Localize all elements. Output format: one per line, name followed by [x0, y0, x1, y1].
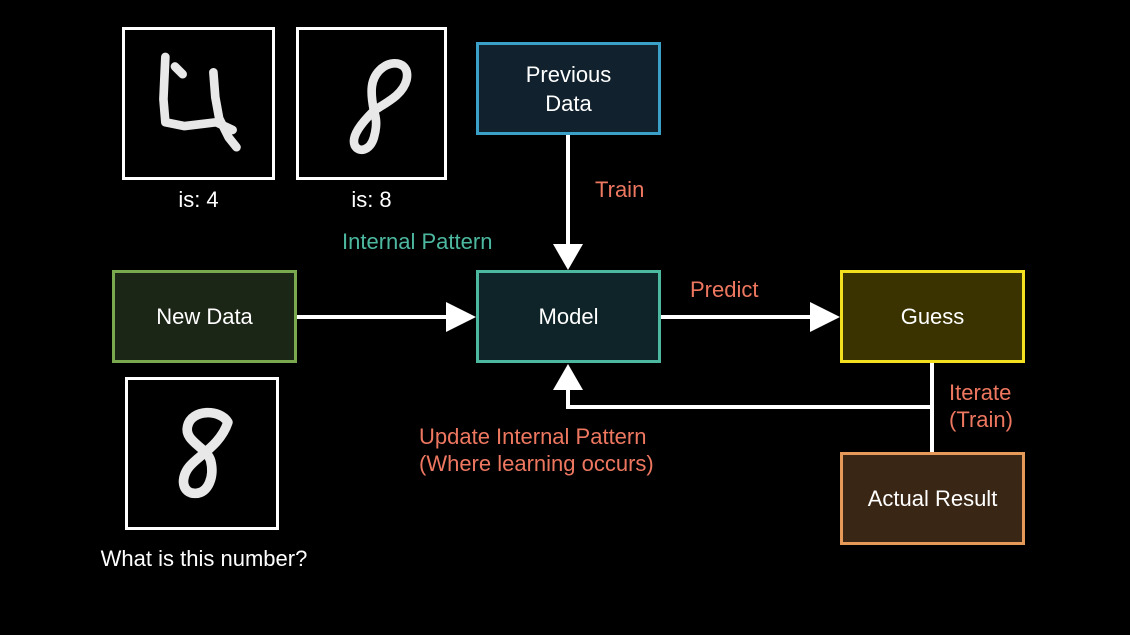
query-digit-glyph [178, 407, 233, 499]
digit-eight-glyph [349, 59, 412, 155]
digit-eight-caption: is: 8 [351, 187, 392, 212]
digit-four-caption: is: 4 [178, 187, 219, 212]
digit-four-image [122, 27, 275, 180]
actual-result-node: Actual Result [840, 452, 1025, 545]
actual-result-label: Actual Result [867, 486, 998, 511]
new-data-node: New Data [112, 270, 297, 363]
input-arrowhead [446, 302, 476, 332]
model-node: Model [476, 270, 661, 363]
internal-pattern-label: Internal Pattern [342, 229, 493, 254]
previous-data-label: Previous Data [525, 61, 612, 116]
digit-four-glyph [159, 52, 241, 152]
predict-arrowhead [810, 302, 840, 332]
update-arrowhead [553, 364, 583, 390]
query-caption: What is this number? [100, 546, 308, 571]
guess-node: Guess [840, 270, 1025, 363]
iterate-label: Iterate (Train) [949, 380, 1013, 432]
train-label: Train [595, 177, 645, 202]
digit-eight-image [296, 27, 447, 180]
query-digit-image [125, 377, 279, 530]
update-label-line2: (Where learning occurs) [419, 451, 654, 476]
previous-data-node: Previous Data [476, 42, 661, 135]
predict-label: Predict [690, 277, 759, 302]
model-label: Model [538, 304, 599, 329]
update-label-line1: Update Internal Pattern [419, 424, 647, 449]
new-data-label: New Data [156, 304, 253, 329]
guess-label: Guess [900, 304, 965, 329]
train-arrowhead [553, 244, 583, 270]
